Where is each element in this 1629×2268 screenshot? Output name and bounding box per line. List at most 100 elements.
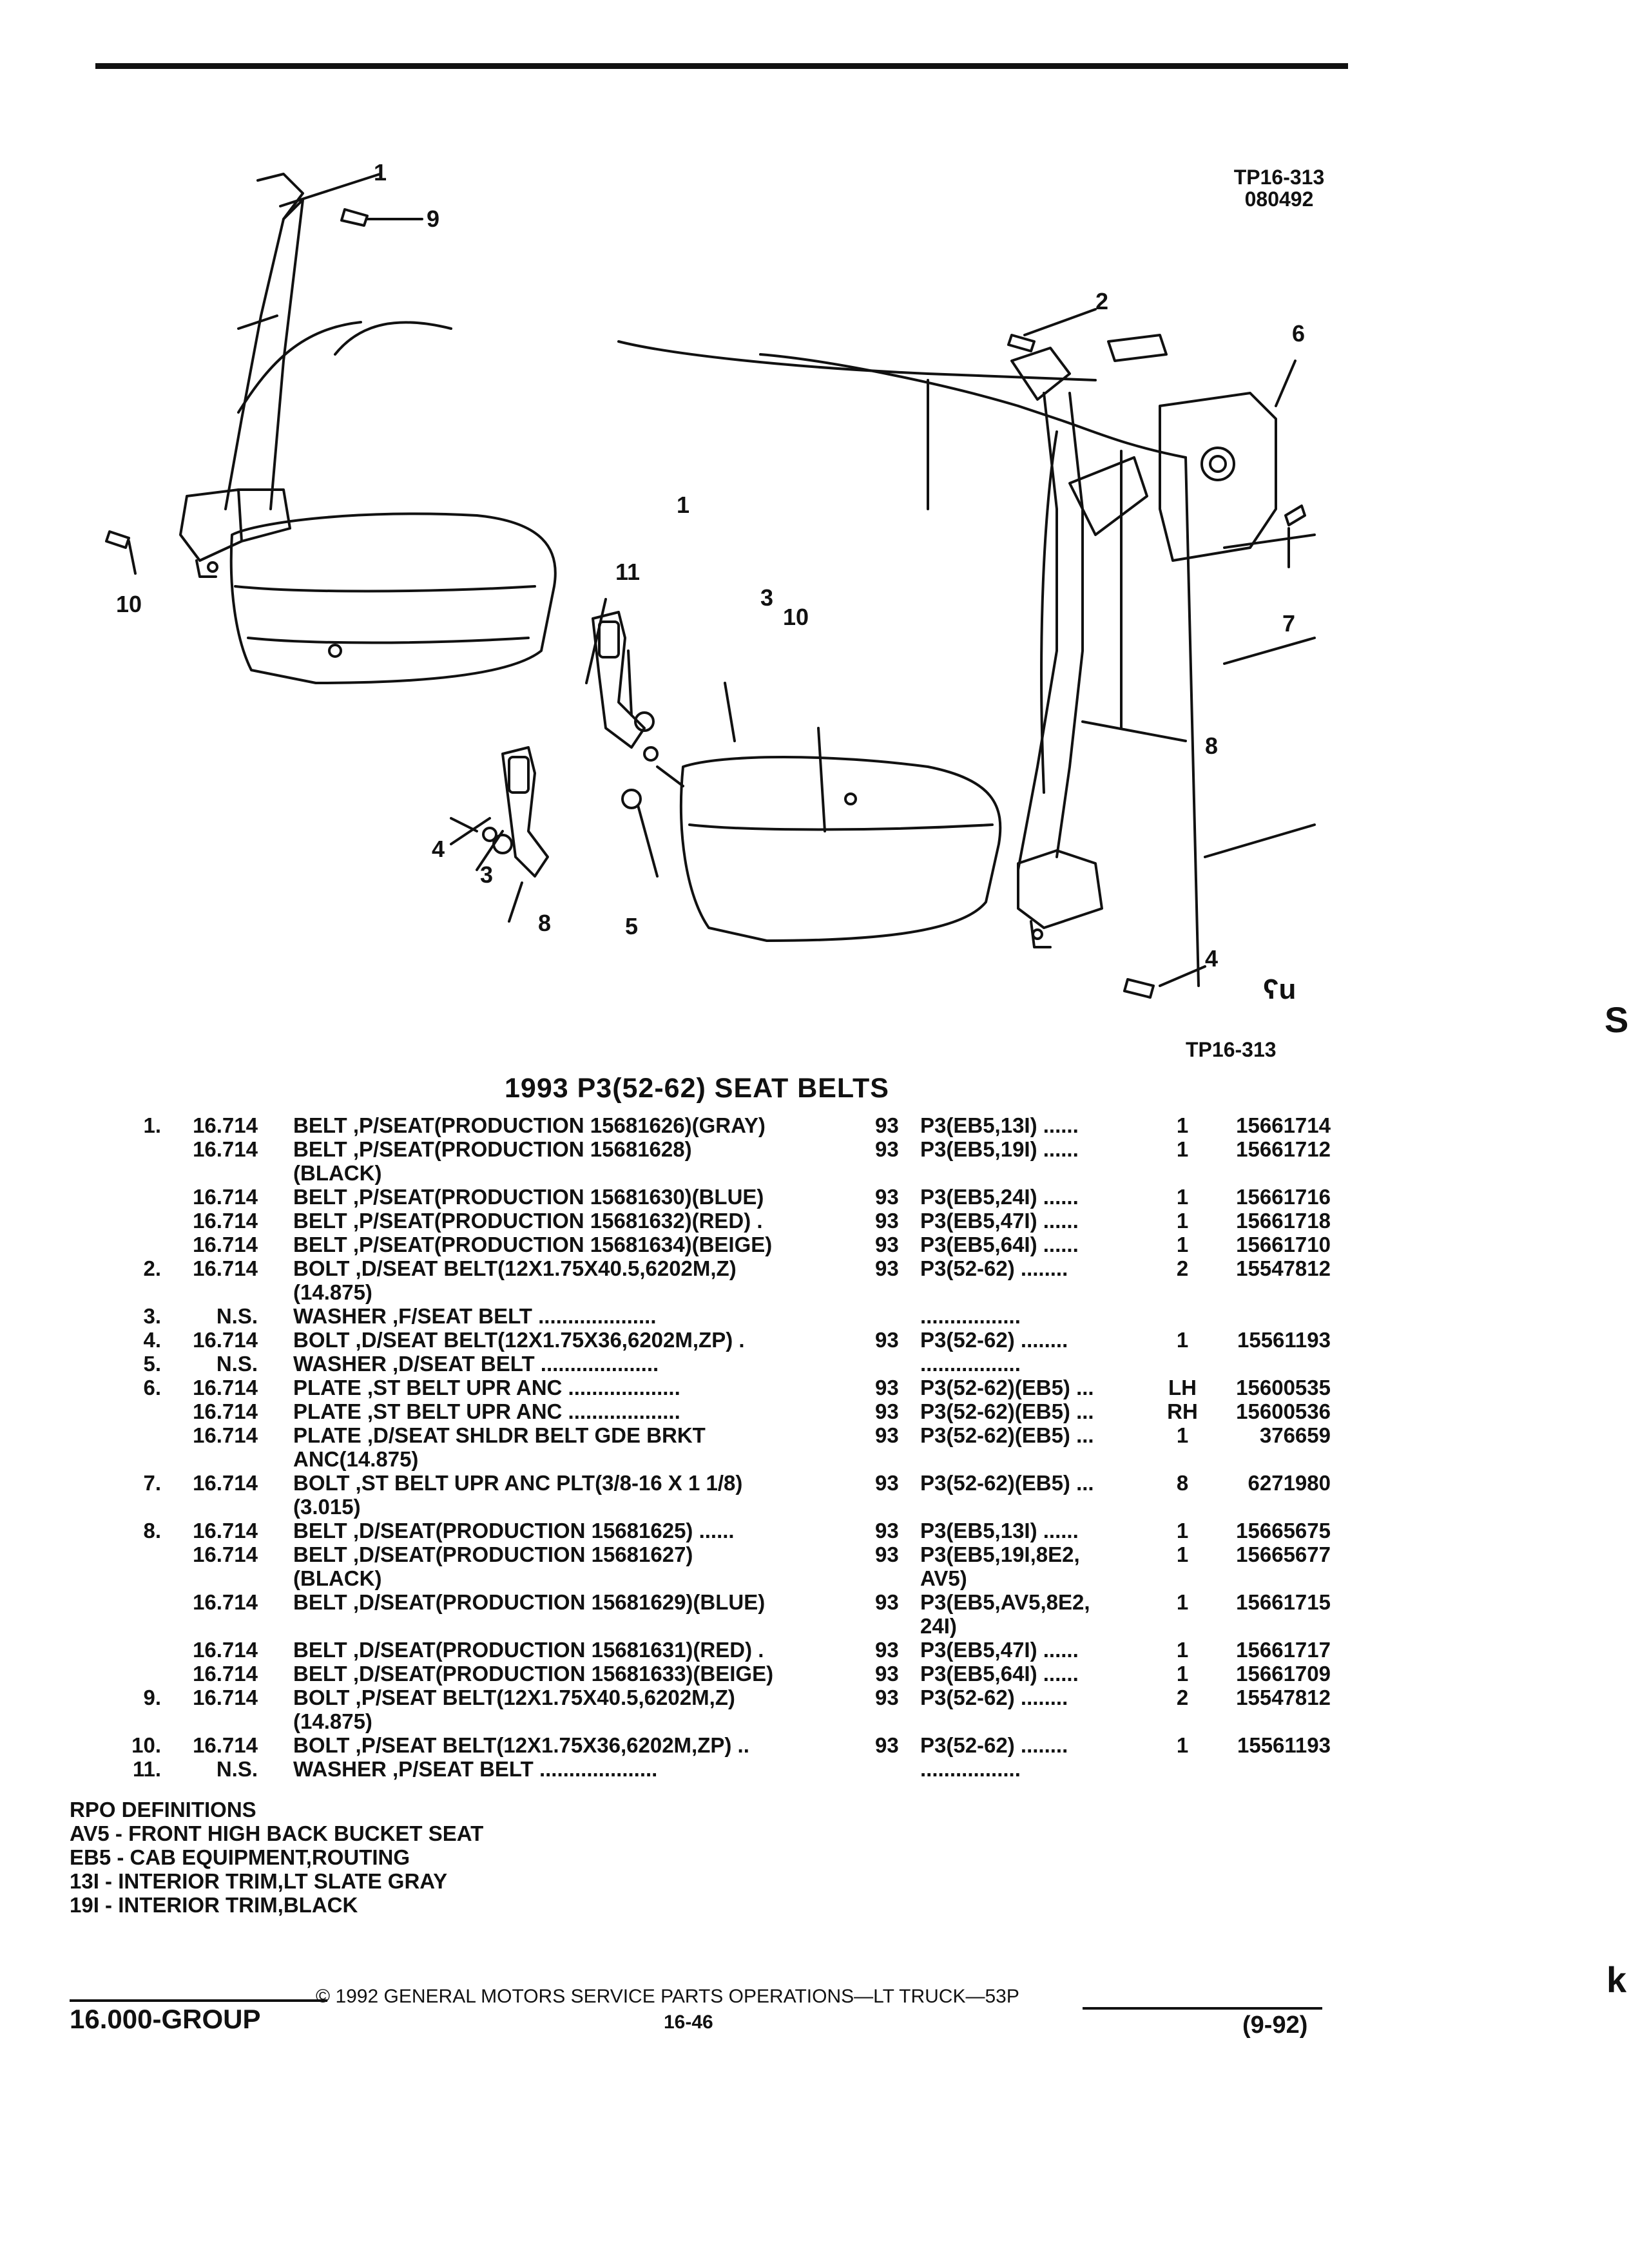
part-group: 16.714	[193, 1328, 258, 1352]
part-number: 15665675	[1236, 1519, 1331, 1542]
part-number: 15661714	[1236, 1113, 1331, 1137]
callout-1-left: 1	[374, 159, 387, 186]
part-group: 16.714	[193, 1542, 258, 1566]
part-application: P3(52-62) ........	[920, 1256, 1068, 1280]
part-description: BELT ,D/SEAT(PRODUCTION 15681631)(RED) .	[293, 1638, 764, 1662]
table-row-continuation: (3.015)	[0, 1495, 1629, 1521]
seat-belt-exploded-diagram: 1 9 2 6 10 7 1 11 3 10 8 4 3 8 5 4 ʕu	[105, 159, 1316, 1005]
part-application: P3(EB5,64I) ......	[920, 1233, 1079, 1256]
callout-2: 2	[1095, 288, 1108, 314]
part-number: 15561193	[1237, 1733, 1331, 1757]
part-description: PLATE ,ST BELT UPR ANC .................…	[293, 1399, 680, 1423]
part-application: P3(52-62) ........	[920, 1328, 1068, 1352]
callout-8-right: 8	[1205, 733, 1218, 759]
part-group: 16.714	[193, 1113, 258, 1137]
part-year: 93	[875, 1662, 899, 1686]
part-group: 16.714	[193, 1471, 258, 1495]
right-belt-assembly	[1010, 347, 1103, 948]
part-number: 15661718	[1236, 1209, 1331, 1233]
footer-page-number: 16-46	[664, 2012, 713, 2033]
part-description: BOLT ,D/SEAT BELT(12X1.75X36,6202M,ZP) .	[293, 1328, 745, 1352]
part-year: 93	[875, 1590, 899, 1614]
part-application: P3(EB5,19I,8E2,	[920, 1542, 1080, 1566]
part-application: P3(EB5,13I) ......	[920, 1113, 1079, 1137]
rpo-item: AV5 - FRONT HIGH BACK BUCKET SEAT	[70, 1821, 484, 1845]
part-group: 16.714	[193, 1590, 258, 1614]
rpo-heading: RPO DEFINITIONS	[70, 1798, 256, 1821]
part-year: 93	[875, 1686, 899, 1709]
part-ref: 9.	[143, 1686, 161, 1709]
buckle-assemblies	[450, 611, 684, 878]
table-row-continuation: (14.875)	[0, 1709, 1629, 1735]
anchor-plate	[1068, 334, 1277, 562]
cab-outline	[617, 340, 1316, 987]
callout-labels: 1 9 2 6 10 7 1 11 3 10 8 4 3 8 5 4 ʕu	[116, 159, 1305, 1005]
callout-6: 6	[1292, 320, 1305, 347]
part-year: 93	[875, 1423, 899, 1447]
part-group: 16.714	[193, 1399, 258, 1423]
part-description: BELT ,D/SEAT(PRODUCTION 15681629)(BLUE)	[293, 1590, 766, 1614]
callout-7: 7	[1282, 610, 1295, 637]
part-ref: 11.	[132, 1757, 161, 1781]
part-application: P3(EB5,64I) ......	[920, 1662, 1079, 1686]
part-number: 15547812	[1236, 1256, 1331, 1280]
part-quantity: 2	[1176, 1256, 1189, 1280]
part-description: WASHER ,F/SEAT BELT ....................	[293, 1304, 657, 1328]
part-group: 16.714	[193, 1256, 258, 1280]
rpo-item: 13I - INTERIOR TRIM,LT SLATE GRAY	[70, 1869, 448, 1893]
callout-5: 5	[625, 913, 638, 939]
right-seat	[680, 727, 1002, 942]
part-ref: 7.	[143, 1471, 161, 1495]
part-group: 16.714	[193, 1137, 258, 1161]
part-description: BELT ,P/SEAT(PRODUCTION 15681628)	[293, 1137, 692, 1161]
part-year: 93	[875, 1376, 899, 1399]
footer-rule-left	[70, 1999, 327, 2002]
part-application: P3(52-62) ........	[920, 1686, 1068, 1709]
table-row-continuation: (BLACK)	[0, 1161, 1629, 1187]
part-quantity: 1	[1176, 1519, 1189, 1542]
table-row: 16.714 BELT ,D/SEAT(PRODUCTION 15681629)(…	[0, 1590, 1629, 1616]
part-description: BELT ,D/SEAT(PRODUCTION 15681633)(BEIGE)	[293, 1662, 774, 1686]
part-application-continued: 24I)	[920, 1614, 957, 1638]
part-ref: 6.	[143, 1376, 161, 1399]
rpo-item: EB5 - CAB EQUIPMENT,ROUTING	[70, 1845, 410, 1869]
part-year: 93	[875, 1209, 899, 1233]
part-application: P3(EB5,47I) ......	[920, 1638, 1079, 1662]
footer-rule-right	[1083, 2007, 1322, 2010]
part-quantity: 1	[1176, 1638, 1189, 1662]
part-number: 15661710	[1236, 1233, 1331, 1256]
part-description: WASHER ,D/SEAT BELT ....................	[293, 1352, 659, 1376]
part-application: P3(EB5,24I) ......	[920, 1185, 1079, 1209]
part-group: 16.714	[193, 1638, 258, 1662]
part-ref: 5.	[143, 1352, 161, 1376]
table-row-continuation: (14.875)	[0, 1280, 1629, 1306]
part-quantity: 2	[1176, 1686, 1189, 1709]
top-rule	[95, 63, 1348, 69]
part-description: WASHER ,P/SEAT BELT ....................	[293, 1757, 658, 1781]
part-group: N.S.	[216, 1304, 258, 1328]
part-number: 15661717	[1236, 1638, 1331, 1662]
part-group: N.S.	[216, 1352, 258, 1376]
header-ref-code: TP16-313	[1233, 166, 1325, 189]
part-description: BOLT ,D/SEAT BELT(12X1.75X40.5,6202M,Z)	[293, 1256, 737, 1280]
part-number: 6271980	[1248, 1471, 1331, 1495]
part-application-continued: AV5)	[920, 1566, 967, 1590]
part-description: BELT ,P/SEAT(PRODUCTION 15681634)(BEIGE)	[293, 1233, 773, 1256]
callout-4-right: 4	[1205, 945, 1218, 972]
rpo-item: 19I - INTERIOR TRIM,BLACK	[70, 1893, 358, 1917]
part-description: PLATE ,D/SEAT SHLDR BELT GDE BRKT	[293, 1423, 706, 1447]
part-application: P3(EB5,AV5,8E2,	[920, 1590, 1090, 1614]
corner-mark: ʕu	[1263, 974, 1296, 1005]
table-row: 16.714 PLATE ,ST BELT UPR ANC ...........…	[0, 1399, 1629, 1425]
leader-lines	[128, 173, 1296, 987]
footer-group: 16.000-GROUP	[70, 2004, 261, 2034]
